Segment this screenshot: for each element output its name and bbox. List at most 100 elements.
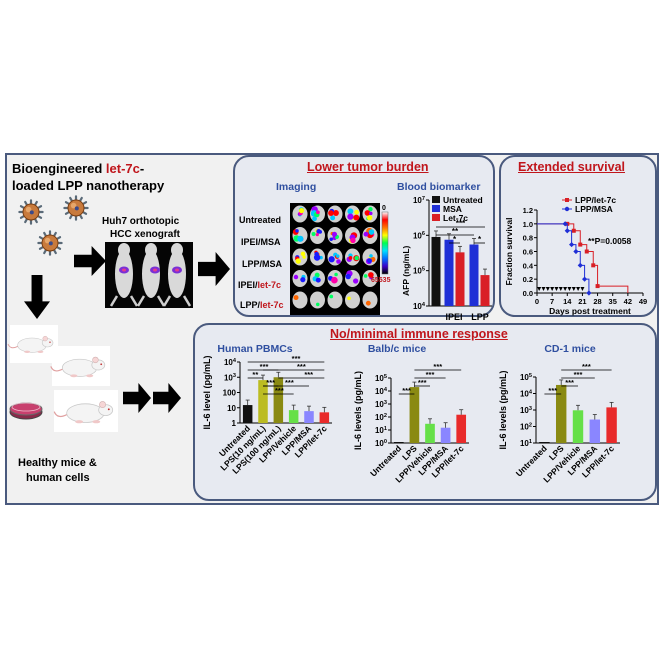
arrow-down-icon (24, 275, 50, 319)
mouse-foot (24, 350, 31, 353)
afp-bar (480, 275, 490, 306)
immune-tick-label: 102 (520, 422, 532, 431)
afp-bar (444, 239, 454, 306)
liver-lobe (292, 270, 308, 287)
luminescence-spot (332, 210, 339, 216)
luminescence-spot (354, 255, 359, 261)
nanoparticle-highlight (70, 202, 77, 209)
luminescence-spot (328, 210, 334, 216)
immune-tick-label: 102 (375, 413, 387, 422)
xenograft-mouse-head (118, 243, 130, 257)
afp-group-label: LPP (471, 312, 489, 322)
survival-line (537, 223, 629, 293)
mouse-foot (75, 420, 84, 424)
luminescence-spot (334, 272, 338, 277)
immune-sig-label: *** (285, 378, 294, 387)
luminescence-spot (369, 254, 373, 258)
immune-sig-label: ** (252, 370, 258, 379)
luminescence-spot (300, 251, 306, 257)
mouse-eye (107, 408, 110, 411)
luminescence-spot (347, 296, 351, 301)
immune-tick-label: 100 (375, 439, 387, 448)
liver-lobe (292, 291, 308, 309)
immune-tick-label: 101 (520, 439, 532, 448)
afp-sig-label: *** (456, 219, 466, 228)
xenograft-mouse-leg (109, 295, 119, 307)
luminescence-spot (369, 211, 373, 216)
survival-title: Extended survival (518, 160, 625, 174)
luminescence-spot (316, 229, 321, 234)
survival-tick-label: 21 (578, 297, 586, 306)
luminescence-spot (300, 277, 306, 283)
luminescence-spot (363, 274, 368, 278)
survival-point (586, 290, 592, 296)
immune-bar (273, 377, 284, 423)
survival-p-value: **P=0.0058 (588, 236, 632, 246)
luminescence-spot (353, 278, 359, 284)
immune-sig-label: *** (402, 386, 411, 395)
liver-lobe (327, 291, 343, 309)
xenograft-mouse (142, 250, 160, 298)
treatment-marker (571, 287, 576, 291)
healthy-label-line1: Healthy mice & (18, 457, 97, 469)
immune-tick-label: 103 (520, 406, 532, 415)
arrow-right-icon (74, 246, 106, 276)
mouse-foot (86, 374, 94, 378)
nanoparticle-icon (37, 230, 63, 256)
xenograft-mouse (168, 250, 186, 298)
mouse-body (61, 358, 98, 377)
survival-tick-label: 0.2 (523, 275, 533, 284)
immune-sig-label: *** (582, 362, 591, 371)
liver-lobe (362, 291, 378, 309)
immune-sig-label: *** (418, 378, 427, 387)
mouse-foot (92, 420, 101, 424)
arrow-right-icon (153, 383, 181, 413)
mouse-tail (53, 411, 67, 418)
treatment-marker (545, 287, 550, 291)
row-label-black: LPP/MSA (242, 259, 283, 269)
survival-point (569, 241, 575, 248)
immune-bar (425, 423, 435, 443)
survival-legend-marker (565, 198, 569, 202)
immune-sig-label: *** (548, 386, 557, 395)
row-label-ipei-let7c: IPEI/let-7c (238, 281, 281, 290)
immune-sig-label: *** (565, 378, 574, 387)
immune-bar (539, 442, 550, 443)
survival-tick-label: 0.6 (523, 248, 533, 257)
immune-chart-title: Balb/c mice (368, 343, 427, 355)
survival-legend-marker (564, 206, 570, 212)
survival-point (595, 284, 600, 289)
biomarker-label: Blood biomarker (397, 181, 481, 193)
luminescence-spot (368, 229, 375, 235)
afp-sig-label: ** (452, 227, 459, 236)
nanoparticle-icon (18, 199, 44, 225)
immune-sig-label: *** (292, 354, 301, 363)
immune-bar (288, 410, 299, 423)
afp-legend-label: Let-7c (443, 213, 468, 223)
row-label-lpp-msa: LPP/MSA (242, 260, 282, 269)
immune-sig-label: *** (266, 378, 275, 387)
mouse-icon (53, 401, 114, 424)
immune-bar (242, 405, 253, 423)
immune-bar (258, 380, 268, 423)
mouse-tail (7, 343, 18, 349)
luminescence-spot (350, 237, 356, 244)
afp-legend-label: MSA (443, 204, 462, 214)
mouse-foot (37, 350, 44, 353)
survival-tick-label: 35 (609, 297, 617, 306)
afp-legend-swatch (432, 205, 440, 212)
afp-bar (469, 244, 479, 306)
immune-bar (572, 410, 584, 443)
immune-tick-label: 104 (375, 387, 388, 396)
mouse-foot (70, 374, 78, 378)
luminescence-spot (293, 295, 299, 301)
xenograft-mouse (115, 250, 133, 298)
treatment-marker (567, 287, 572, 291)
luminescence-spot (298, 207, 305, 214)
immune-tick-label: 10 (227, 404, 236, 413)
survival-point (562, 221, 568, 227)
imaging-grid (290, 203, 380, 315)
immune-bar (456, 414, 467, 443)
